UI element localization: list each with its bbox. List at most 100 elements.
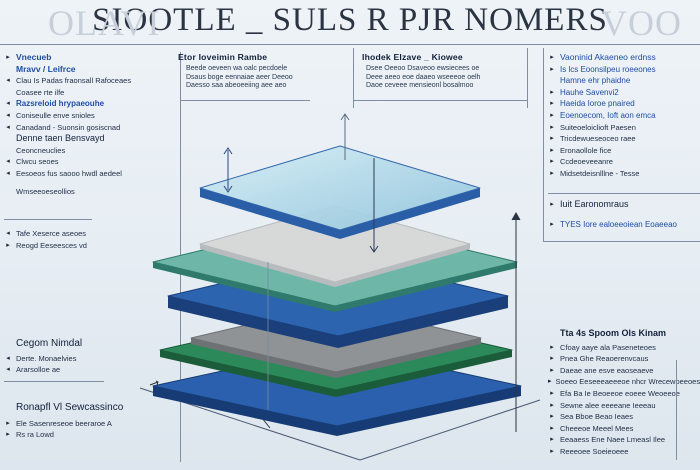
list-item: TYES Iore ealoeeoiean Eoaeeao (560, 219, 677, 229)
list-item: Coniseulle enve snioles (16, 110, 95, 120)
list-item: Razsreloid hrypaeouhe (16, 99, 105, 109)
left-low-header: Cegom Nimdal (16, 338, 83, 349)
bullet-icon: ▸ (550, 220, 554, 228)
bullet-icon: ◂ (6, 230, 10, 237)
list-item: Clwcu seoes (16, 157, 59, 167)
right-top-block: ▸Vaoninid Akaeneo erdnss ▸Is lcs Eoonsil… (548, 52, 698, 180)
bullet-icon: ▸ (550, 343, 554, 351)
title-ghost-right: VOO (601, 3, 682, 43)
list-item: Cheeeoe Meeel Mees (560, 423, 634, 433)
list-item: Canadand - Suonsin gosiscnad (16, 122, 121, 132)
left-mid-block: ◂Tafe Xeserce aseoes ▸Reogd Eeseesces vd (4, 228, 87, 251)
list-item: Tafe Xeserce aseoes (16, 229, 87, 238)
panel-2-line: Dsee Oeeoo Dsaveoo ewsiecees oe (366, 65, 480, 72)
list-item: Haeida Ioroe pnaired (560, 99, 635, 109)
left-header-marker: ▸ (6, 54, 10, 61)
arrow-down-icon (223, 185, 233, 193)
bullet-icon: ▸ (550, 135, 554, 143)
bullet-icon: ◂ (6, 366, 10, 374)
arrow-up-icon (511, 211, 521, 221)
bullet-icon: ▸ (550, 88, 554, 96)
list-item: Reeeoee Soeieoeee (560, 446, 629, 456)
bullet-icon: ▸ (550, 447, 554, 455)
right-block-rule (543, 48, 544, 242)
bullet-icon: ◂ (6, 77, 10, 85)
panel-2-right-rule (527, 48, 528, 108)
bullet-icon: ◂ (6, 123, 10, 131)
list-item: Daeae ane esve eaoseaeve (560, 365, 654, 375)
list-item: Wmseeoeseollios (16, 186, 75, 196)
arrow-up-icon (223, 147, 233, 155)
bullet-icon: ▸ (550, 158, 554, 166)
bullet-icon: ▸ (550, 201, 554, 208)
bullet-icon: ▸ (550, 111, 554, 119)
left-top-block: ▸Vnecueb Mravv / Leifrce ◂Clau Is Padas … (4, 52, 154, 197)
list-item: Ararsolloe ae (16, 365, 61, 375)
panel-1: Etor Ioveimin Rambe Beede oeveen wa oalc… (178, 52, 328, 91)
bullet-icon: ▸ (550, 413, 554, 421)
list-item: Efa Ba Ie Beoeeoe eoeee Weoeeoe (560, 388, 680, 398)
layer-edge (168, 296, 508, 348)
bullet-icon: ◂ (6, 158, 10, 166)
left-low-divider (4, 381, 104, 382)
title-rule (0, 44, 700, 45)
list-item: Sewne alee eeeeane Ieeeau (560, 400, 656, 410)
panel-2-left-rule (353, 48, 354, 108)
panel-1-header: Etor Ioveimin Rambe (178, 52, 268, 62)
bullet-icon: ◂ (6, 169, 10, 177)
list-item: Tricdewueseoceo raee (560, 134, 636, 144)
bullet-icon: ▸ (550, 366, 554, 374)
list-item: Hamne ehr phaidne (560, 76, 631, 86)
right-bottom-header: Tta 4s Spoom Ols Kinam (560, 328, 667, 338)
list-item: Eoenoecom, Ioft aon emca (560, 110, 656, 120)
bullet-icon: ▸ (550, 65, 554, 73)
layer-top-glass (199, 145, 481, 239)
list-item: Hauhe Savenvi2 (560, 87, 619, 97)
panel-1-underline (180, 100, 310, 101)
bullet-icon: ▸ (550, 355, 554, 363)
list-item: Derte. Monaelvies (16, 353, 77, 363)
list-item: Reogd Eeseesces vd (16, 240, 87, 250)
list-item: Ele Sasenreseoe beeraroe A (16, 418, 112, 428)
list-item: Ccdeoeveeanre (560, 157, 613, 167)
list-item: Coasee rte ilfe (16, 87, 65, 97)
arrow-down-icon (369, 245, 379, 253)
right-mid-block: ▸ Iuit Earonomraus ▸ TYES Iore ealoeeoiean… (548, 199, 677, 230)
list-item: Soeeo Eeseeeaeeeoe nhcr Wrecewoeeoes (555, 377, 700, 387)
right-mid-header: Iuit Earonomraus (560, 199, 629, 209)
page-title: OLAVI SIOOTLE _ SULS R PJR NOMERS VOO (0, 2, 700, 43)
title-text: SIOOTLE _ SULS R PJR NOMERS (92, 2, 608, 38)
list-item: Suiteoeloiclioft Paesen (560, 122, 636, 132)
arrow-up-icon (340, 113, 350, 121)
left-low-block: Cegom Nimdal ◂ Derte. Monaelvies ◂ Ararsol… (4, 338, 82, 376)
right-bottom-rule (676, 360, 677, 460)
list-item: Eeaaess Ene Naee Lmeasl Ilee (560, 435, 666, 445)
panel-2-line: Deee aeeo eoe daaeo wseeeoe oelh (366, 73, 481, 81)
right-bottom-block: Tta 4s Spoom Ols Kinam ▸ Cfoay aaye ala P… (548, 328, 700, 458)
bullet-icon: ▸ (550, 54, 554, 61)
bullet-icon: ▸ (550, 436, 554, 444)
list-item: Clau Is Padas fraonsall Rafoceaes (16, 76, 132, 86)
panel-1-line: Daesso saa abeoeeiing aee aeo (186, 82, 287, 90)
bullet-icon: ◂ (6, 354, 10, 362)
bullet-icon: ▸ (550, 401, 554, 409)
left-divider (4, 219, 92, 220)
list-item: Cfoay aaye ala Paseneteoes (560, 342, 656, 352)
layer-edge (200, 188, 480, 239)
list-item: Rs ra Lowd (16, 430, 54, 440)
panel-2-underline (353, 100, 527, 101)
layer-face (199, 145, 481, 231)
bullet-icon: ▸ (550, 100, 554, 108)
list-item: Ceoncneuclies (16, 145, 66, 155)
right-divider (548, 193, 700, 194)
floor-line-right (359, 399, 541, 461)
left-bottom-header: Ronapfl Vl Sewcassinco (16, 402, 124, 413)
list-item: Denne taen Bensvayd (16, 133, 105, 144)
panel-2-header: Ihodek Elzave _ Kiowee (362, 52, 463, 62)
bullet-icon: ▸ (550, 146, 554, 154)
bullet-icon: ▸ (550, 389, 554, 397)
left-header-1: Vnecueb (16, 52, 52, 62)
right-mid-underline (543, 241, 700, 242)
panel-2-line: Daoe ceveee mensieonl bosalmoo (366, 82, 474, 90)
